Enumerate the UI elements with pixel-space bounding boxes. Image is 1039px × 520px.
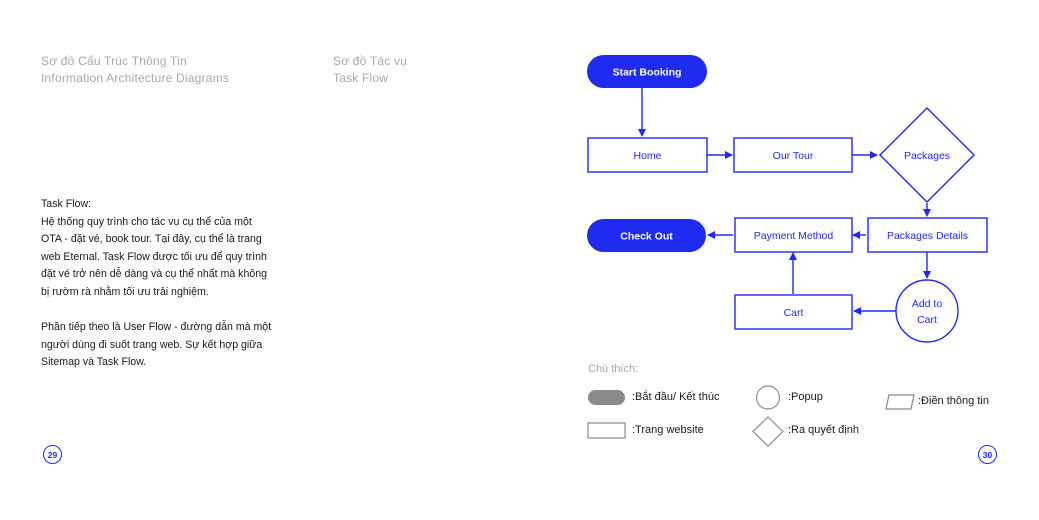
header-ia-en: Information Architecture Diagrams (41, 71, 230, 85)
legend-shapes (587, 385, 915, 447)
page-number-left: 29 (43, 445, 62, 464)
flow-connectors (638, 88, 931, 315)
legend-popup-swatch (755, 385, 781, 410)
node-start-booking-label: Start Booking (613, 67, 682, 79)
legend-decision-swatch (752, 416, 784, 447)
node-packages-details: Packages Details (867, 217, 988, 253)
node-cart: Cart (734, 294, 853, 330)
legend-page-swatch (587, 422, 626, 439)
decision-shape (879, 107, 975, 203)
header-taskflow-vi: Sơ đồ Tác vụ (333, 54, 408, 68)
node-add-to-cart-label-2: Cart (917, 314, 937, 326)
popup-shape (895, 279, 959, 343)
legend-info-input-label: :Điền thông tin (918, 395, 989, 407)
paragraph-user-flow: Phần tiếp theo là User Flow - đường dẫn … (41, 321, 272, 369)
legend-start-end-label: :Bắt đầu/ Kết thúc (632, 391, 720, 403)
legend-title: Chú thích: (588, 363, 639, 375)
node-check-out-label: Check Out (620, 231, 673, 243)
node-start-booking: Start Booking (587, 55, 707, 88)
node-home: Home (587, 137, 708, 173)
header-taskflow-en: Task Flow (333, 71, 389, 85)
node-check-out: Check Out (587, 219, 706, 252)
page-shape (734, 294, 853, 330)
legend-terminal-swatch (588, 390, 625, 405)
paragraph-intro: Task Flow: Hệ thống quy trình cho tác vụ… (41, 198, 268, 298)
node-home-label: Home (633, 150, 661, 162)
terminal-shape (587, 55, 707, 88)
node-payment-method: Payment Method (734, 217, 853, 253)
page-shape (733, 137, 853, 173)
legend-popup-label: :Popup (788, 391, 823, 403)
node-payment-method-label: Payment Method (754, 230, 834, 242)
node-our-tour-label: Our Tour (773, 150, 814, 162)
terminal-shape (587, 219, 706, 252)
page-shape (587, 137, 708, 173)
node-our-tour: Our Tour (733, 137, 853, 173)
node-add-to-cart-label-1: Add to (912, 298, 943, 310)
node-packages-details-label: Packages Details (887, 230, 968, 242)
node-packages: Packages (879, 107, 975, 203)
header-ia-title: Sơ đồ Cấu Trúc Thông Tin Information Arc… (41, 53, 229, 87)
task-flow-description: Task Flow: Hệ thống quy trình cho tác vụ… (41, 196, 303, 372)
legend-decision-label: :Ra quyết định (788, 424, 859, 436)
node-add-to-cart: Add to Cart (895, 279, 959, 343)
node-cart-label: Cart (784, 307, 804, 319)
page-shape (734, 217, 853, 253)
header-ia-vi: Sơ đồ Cấu Trúc Thông Tin (41, 54, 187, 68)
legend-input-swatch (885, 394, 915, 410)
node-packages-label: Packages (904, 150, 950, 162)
page-number-right: 30 (978, 445, 997, 464)
legend-web-page-label: :Trang website (632, 424, 704, 436)
header-taskflow-title: Sơ đồ Tác vụ Task Flow (333, 53, 407, 87)
page-shape (867, 217, 988, 253)
